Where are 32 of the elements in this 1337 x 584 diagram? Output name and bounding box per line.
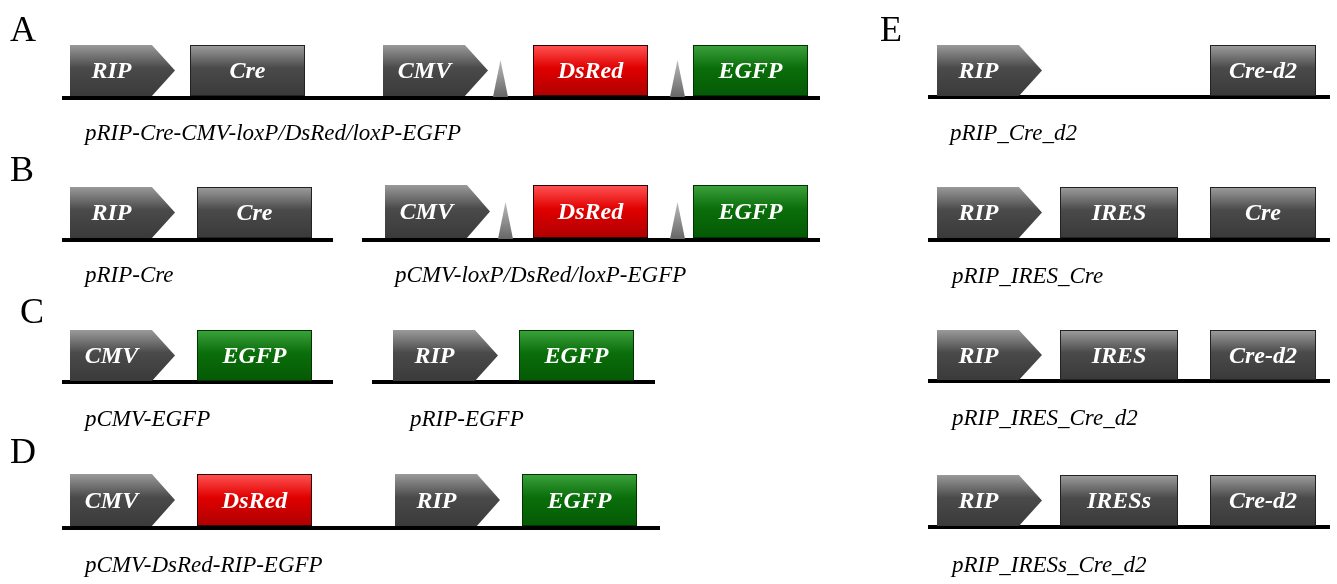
construct-name: pCMV-loxP/DsRed/loxP-EGFP bbox=[395, 262, 687, 288]
construct-name: pRIP-Cre-CMV-loxP/DsRed/loxP-EGFP bbox=[85, 120, 461, 146]
gene-box: Cre-d2 bbox=[1210, 45, 1316, 96]
construct-name: pRIP_Cre_d2 bbox=[950, 120, 1077, 146]
gene-box: Cre bbox=[190, 45, 305, 96]
construct-name: pRIP-Cre bbox=[85, 262, 174, 288]
gene-box: EGFP bbox=[519, 330, 634, 381]
gene-box: IRESs bbox=[1060, 475, 1178, 526]
construct-name: pRIP_IRES_Cre bbox=[952, 263, 1104, 289]
panel-letter: B bbox=[10, 148, 34, 190]
gene-box: EGFP bbox=[693, 185, 808, 238]
construct-name: pRIP-EGFP bbox=[410, 406, 524, 432]
construct-name: pRIP_IRES_Cre_d2 bbox=[952, 405, 1138, 431]
panel-letter: A bbox=[10, 8, 36, 50]
gene-box: Cre bbox=[1210, 187, 1316, 238]
gene-box: Cre-d2 bbox=[1210, 330, 1316, 380]
construct-name: pCMV-DsRed-RIP-EGFP bbox=[85, 552, 323, 578]
panel-letter: C bbox=[20, 290, 44, 332]
construct-name: pCMV-EGFP bbox=[85, 406, 211, 432]
panel-letter: D bbox=[10, 430, 36, 472]
gene-box: Cre-d2 bbox=[1210, 475, 1316, 526]
gene-box: DsRed bbox=[533, 185, 648, 238]
gene-box: EGFP bbox=[522, 474, 637, 526]
gene-box: DsRed bbox=[197, 474, 312, 526]
panel-letter: E bbox=[880, 8, 902, 50]
gene-box: Cre bbox=[197, 187, 312, 238]
gene-box: EGFP bbox=[693, 45, 808, 96]
gene-box: DsRed bbox=[533, 45, 648, 96]
construct-name: pRIP_IRESs_Cre_d2 bbox=[952, 552, 1147, 578]
gene-box: EGFP bbox=[197, 330, 312, 381]
gene-box: IRES bbox=[1060, 187, 1178, 238]
gene-box: IRES bbox=[1060, 330, 1178, 380]
